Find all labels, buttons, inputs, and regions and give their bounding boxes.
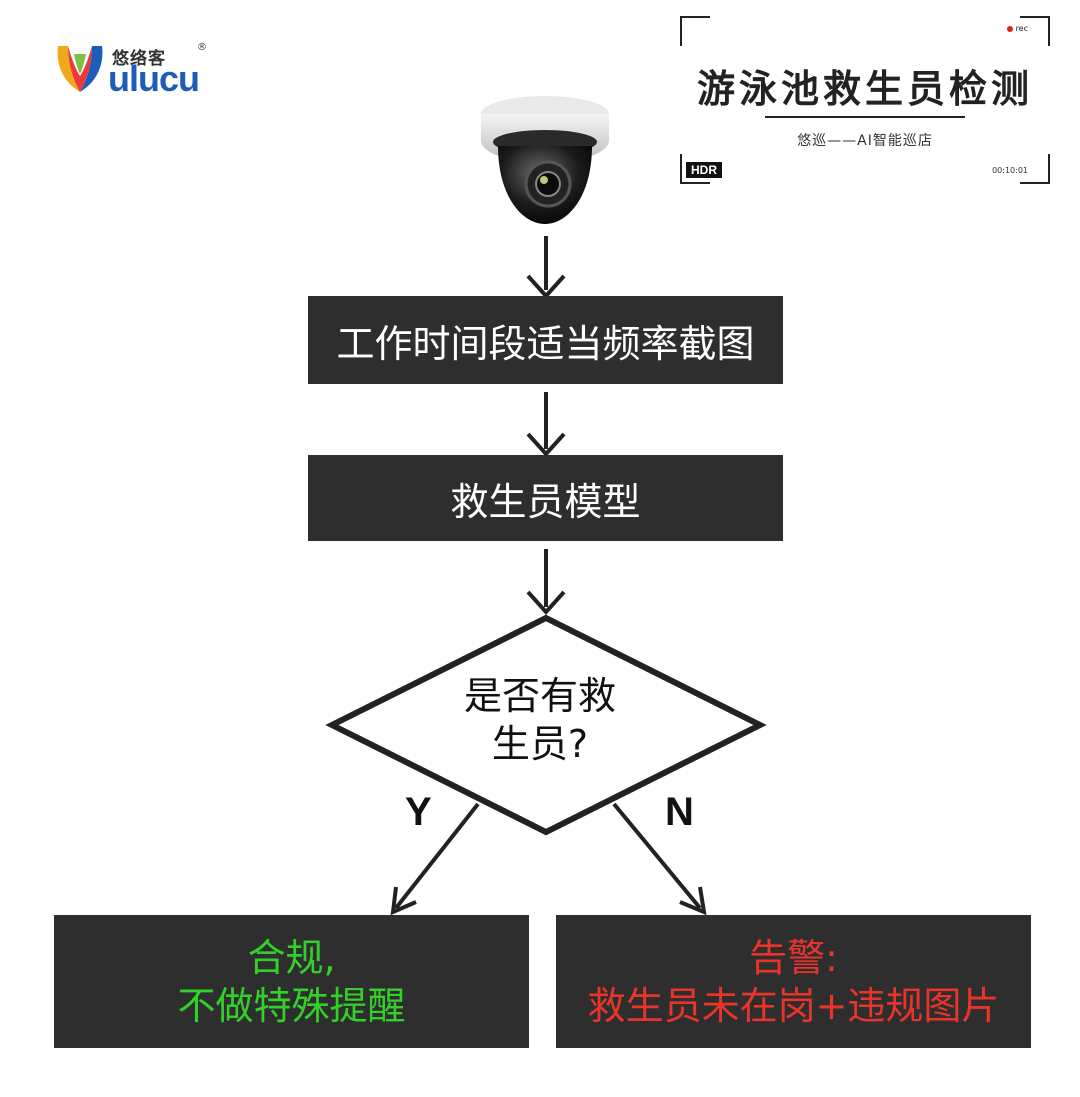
registered-mark: ®	[197, 42, 207, 53]
rec-indicator: rec	[1006, 24, 1028, 33]
result-compliant-box: 合规, 不做特殊提醒	[54, 915, 529, 1048]
yes-branch-label: Y	[405, 790, 432, 834]
brand-en: ulucu	[108, 58, 200, 99]
frame-corner-top-left	[680, 16, 710, 46]
arrow-no-branch	[612, 802, 702, 910]
rec-label: rec	[1015, 24, 1028, 33]
result-alert-box: 告警: 救生员未在岗+违规图片	[556, 915, 1031, 1048]
step-model-box: 救生员模型	[308, 455, 783, 541]
brand-cn: 悠络客	[112, 49, 166, 69]
step-capture-box: 工作时间段适当频率截图	[308, 296, 783, 384]
frame-corner-top-right	[1020, 16, 1050, 46]
result-alert-line-2: 救生员未在岗+违规图片	[587, 983, 1000, 1028]
page-title: 游泳池救生员检测	[696, 66, 1033, 111]
step-capture-label: 工作时间段适当频率截图	[336, 321, 755, 366]
step-model-label: 救生员模型	[450, 479, 641, 524]
page-subtitle: 悠巡——AI智能巡店	[797, 133, 933, 149]
title-frame: rec 游泳池救生员检测 悠巡——AI智能巡店 HDR 00:10:01	[680, 16, 1050, 184]
ulucu-logo: 悠络客 ® ulucu	[54, 40, 214, 104]
no-branch-label: N	[665, 790, 694, 834]
decision-label: 是否有救 生员?	[420, 672, 660, 768]
timecode: 00:10:01	[992, 166, 1028, 175]
result-compliant-line-1: 合规,	[247, 935, 336, 980]
decision-line-1: 是否有救	[463, 674, 616, 718]
frame-corner-bottom-right	[1020, 154, 1050, 184]
ulucu-logo-icon	[57, 46, 103, 92]
frame-corner-bottom-left	[680, 154, 710, 184]
decision-line-2: 生员?	[491, 722, 589, 766]
result-compliant-line-2: 不做特殊提醒	[177, 983, 406, 1028]
title-divider	[765, 116, 965, 118]
arrow-yes-branch	[394, 802, 480, 910]
rec-dot-icon	[1006, 25, 1013, 32]
dome-camera-icon	[481, 96, 609, 224]
decision-diamond	[325, 614, 767, 836]
result-alert-line-1: 告警:	[749, 935, 838, 980]
hdr-badge: HDR	[686, 162, 722, 178]
